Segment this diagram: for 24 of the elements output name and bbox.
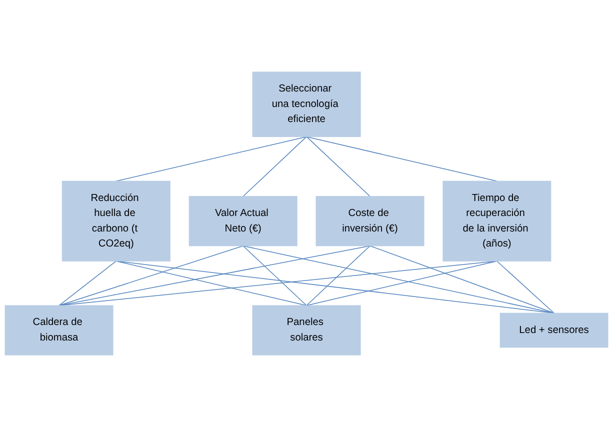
node-box: Coste de inversión (€) [316, 196, 424, 246]
connector [306, 136, 498, 182]
node-box: Reducción huella de carbono (t CO2eq) [62, 180, 170, 262]
connector [306, 260, 498, 306]
node-box: Tiempo de recuperación de la inversión (años) [442, 180, 552, 262]
node-box: Caldera de biomasa [4, 305, 114, 356]
connector [58, 245, 370, 306]
connector [116, 136, 307, 182]
node-box: Seleccionar una tecnología eficiente [252, 72, 361, 138]
node-box: Led + sensores [500, 312, 608, 348]
connector [242, 245, 554, 314]
node-box: Paneles solares [252, 305, 361, 356]
connector [58, 260, 117, 306]
connector [116, 260, 307, 306]
connector [370, 245, 554, 314]
connector [242, 245, 307, 306]
node-box: Valor Actual Neto (€) [188, 196, 298, 246]
connector [242, 136, 307, 197]
connector [58, 260, 498, 306]
connector [306, 136, 370, 197]
connector [58, 245, 244, 306]
connector [116, 260, 554, 314]
connector [496, 260, 554, 314]
connector [306, 245, 370, 306]
